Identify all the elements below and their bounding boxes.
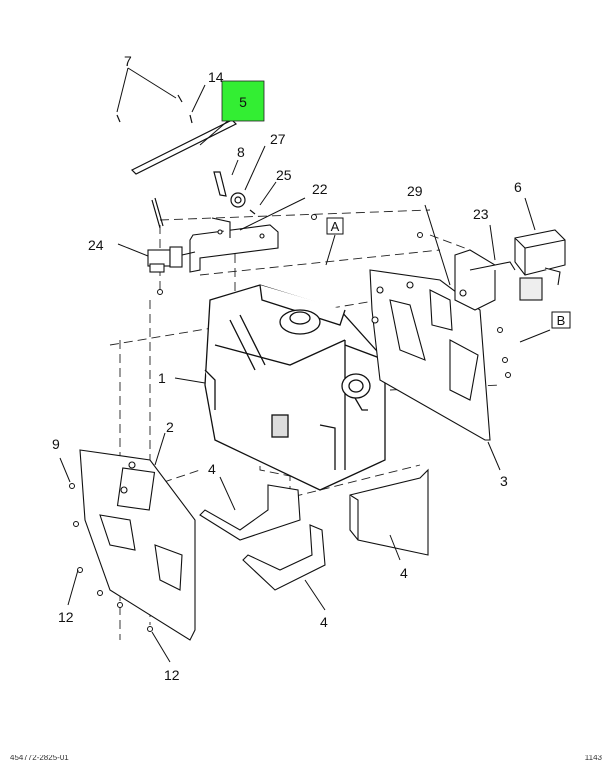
callout-23: 23 bbox=[473, 206, 489, 222]
callout-9: 9 bbox=[52, 436, 60, 452]
pump-unit-part bbox=[514, 229, 566, 301]
callout-4b: 4 bbox=[400, 565, 408, 581]
fasteners bbox=[69, 214, 511, 632]
callout-27: 27 bbox=[270, 131, 286, 147]
callout-2: 2 bbox=[166, 419, 174, 435]
view-ref-b-label: B bbox=[557, 313, 566, 328]
highlight-callout-5: 5 bbox=[221, 80, 265, 122]
bracket-part bbox=[189, 217, 279, 273]
callout-12b: 12 bbox=[164, 667, 180, 683]
callout-7: 7 bbox=[124, 53, 132, 69]
callout-29: 29 bbox=[407, 183, 423, 199]
callout-24: 24 bbox=[88, 237, 104, 253]
callout-25: 25 bbox=[276, 167, 292, 183]
callout-12a: 12 bbox=[58, 609, 74, 625]
tank-part bbox=[204, 284, 386, 491]
callout-8: 8 bbox=[237, 144, 245, 160]
left-plate-part bbox=[79, 449, 196, 641]
bolt-part bbox=[213, 171, 256, 215]
view-ref-a: A bbox=[326, 217, 344, 235]
lower-bracket-parts bbox=[199, 468, 429, 591]
rod-part bbox=[116, 94, 238, 229]
right-plate-part bbox=[369, 269, 491, 441]
valve-part bbox=[147, 246, 196, 273]
callout-4c: 4 bbox=[320, 614, 328, 630]
pump-bracket-part bbox=[454, 249, 516, 311]
footer-left-code: 454772-2825-01 bbox=[10, 755, 69, 761]
callout-14: 14 bbox=[208, 69, 224, 85]
callout-4a: 4 bbox=[208, 461, 216, 477]
leader-lines bbox=[59, 67, 551, 663]
callout-22: 22 bbox=[312, 181, 328, 197]
callout-3: 3 bbox=[500, 473, 508, 489]
callout-1: 1 bbox=[158, 370, 166, 386]
callout-5-label: 5 bbox=[239, 94, 247, 110]
callout-labels: 7 14 27 8 25 22 29 6 23 24 1 2 9 4 3 4 4… bbox=[52, 53, 522, 683]
view-ref-b: B bbox=[551, 311, 571, 329]
view-ref-a-label: A bbox=[331, 219, 340, 234]
footer-right-code: 1143 bbox=[584, 755, 602, 761]
callout-6: 6 bbox=[514, 179, 522, 195]
